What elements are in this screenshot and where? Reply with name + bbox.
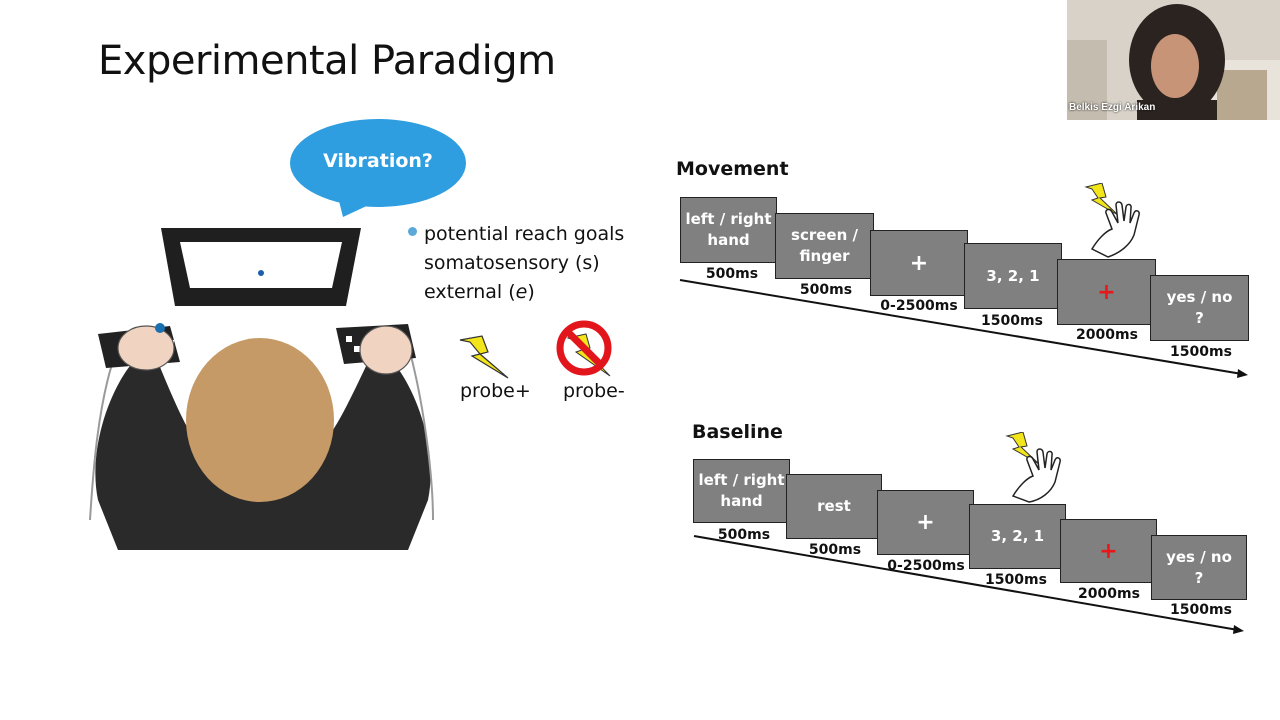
movement-title: Movement — [676, 158, 789, 180]
goals-line-3-suffix: ) — [527, 281, 535, 303]
movement-step-5-duration: 2000ms — [1076, 327, 1138, 343]
movement-step-1-duration: 500ms — [705, 266, 759, 282]
reach-goals-list: potential reach goals somatosensory (s) … — [408, 220, 624, 307]
lightning-icon — [459, 335, 509, 379]
movement-time-arrow — [679, 279, 1248, 378]
movement-hand-vibration-icon — [1084, 183, 1140, 258]
baseline-step-3-box: + — [877, 490, 974, 555]
right-hand-icon — [359, 325, 413, 375]
movement-step-2-duration: 500ms — [799, 282, 853, 298]
baseline-step-2-box: rest — [786, 474, 882, 539]
baseline-step-1-box: left / right hand — [693, 459, 790, 523]
baseline-step-6-duration: 1500ms — [1170, 602, 1232, 618]
movement-step-1-box: left / right hand — [680, 197, 777, 263]
movement-step-2-box: screen / finger — [775, 213, 874, 279]
baseline-step-4-box: 3, 2, 1 — [969, 504, 1066, 569]
probe-minus-label: probe- — [563, 380, 625, 402]
baseline-step-1-duration: 500ms — [717, 527, 771, 543]
participant-video-frame — [1067, 0, 1280, 120]
baseline-time-arrow — [693, 535, 1244, 634]
speech-bubble-text: Vibration? — [323, 150, 433, 172]
speech-bubble — [290, 119, 466, 217]
fixation-dot — [258, 270, 264, 276]
movement-step-4-box: 3, 2, 1 — [964, 243, 1062, 309]
left-hand-icon — [117, 325, 175, 371]
video-tile[interactable] — [1067, 0, 1280, 120]
participant-name-label: Belkis Ezgi Arikan — [1069, 102, 1156, 113]
goals-line-3-prefix: external ( — [424, 281, 516, 303]
baseline-step-3-duration: 0-2500ms — [887, 558, 965, 574]
no-vibration-icon — [556, 320, 612, 377]
goals-line-2: somatosensory (s) — [424, 252, 600, 274]
bullet-icon — [408, 227, 417, 236]
movement-step-6-box: yes / no ? — [1150, 275, 1249, 341]
baseline-step-4-duration: 1500ms — [985, 572, 1047, 588]
movement-step-4-duration: 1500ms — [981, 313, 1043, 329]
baseline-step-2-duration: 500ms — [808, 542, 862, 558]
movement-step-5-box: + — [1057, 259, 1156, 325]
goals-line-3-italic: e — [515, 281, 528, 303]
slide-title: Experimental Paradigm — [98, 38, 556, 84]
baseline-title: Baseline — [692, 421, 783, 443]
goals-line-1: potential reach goals — [424, 223, 625, 245]
baseline-hand-vibration-icon — [1005, 432, 1061, 503]
movement-step-3-box: + — [870, 230, 968, 296]
head-shape — [186, 338, 334, 502]
probe-plus-label: probe+ — [460, 380, 531, 402]
baseline-step-5-duration: 2000ms — [1078, 586, 1140, 602]
baseline-step-5-box: + — [1060, 519, 1157, 583]
movement-step-6-duration: 1500ms — [1170, 344, 1232, 360]
movement-step-3-duration: 0-2500ms — [880, 298, 958, 314]
participant-illustration — [89, 228, 434, 550]
baseline-step-6-box: yes / no ? — [1151, 535, 1247, 600]
